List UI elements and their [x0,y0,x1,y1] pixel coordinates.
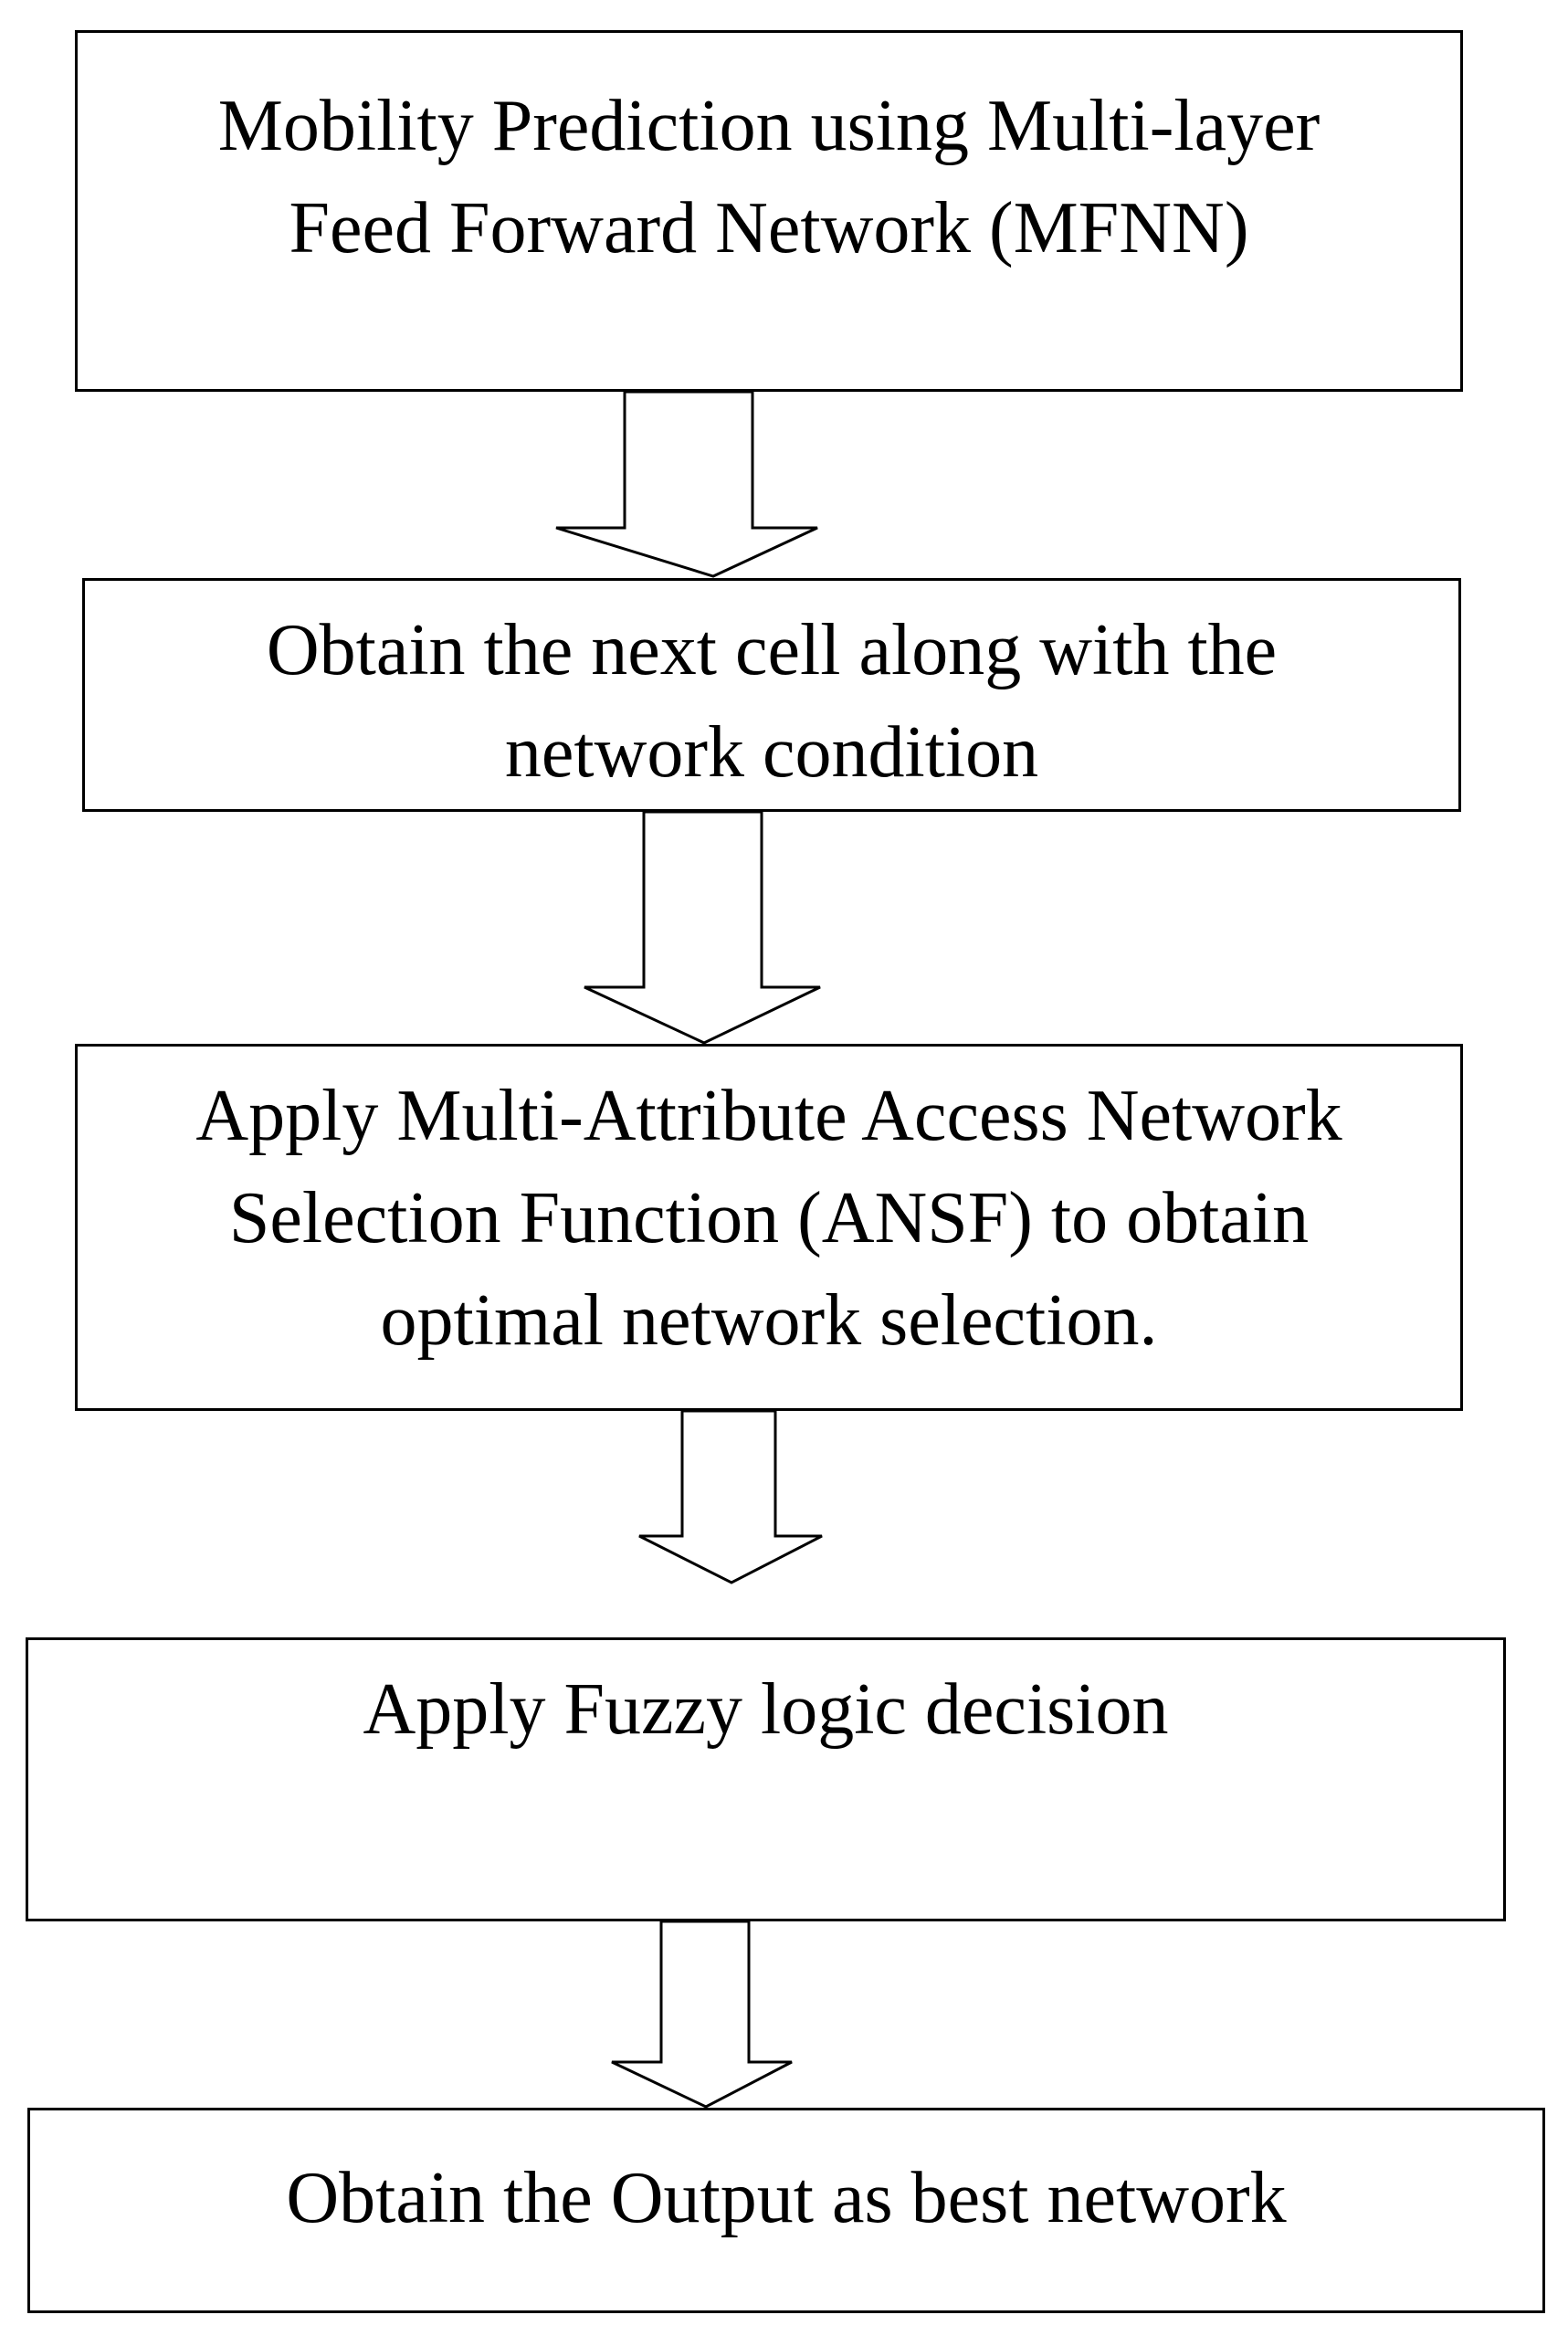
step-5-line-1: Obtain the Output as best network [286,2158,1287,2238]
arrow-down-1 [555,390,818,578]
step-5-box: Obtain the Output as best network [27,2108,1545,2313]
step-3-line-3: optimal network selection. [380,1280,1158,1361]
step-4-box: Apply Fuzzy logic decision [26,1637,1506,1921]
step-1-text: Mobility Prediction using Multi-layer Fe… [78,75,1460,279]
step-2-line-2: network condition [504,712,1039,793]
step-2-box: Obtain the next cell along with the netw… [82,578,1461,812]
step-4-line-1: Apply Fuzzy logic decision [363,1669,1169,1750]
step-1-box: Mobility Prediction using Multi-layer Fe… [75,30,1463,392]
step-2-text: Obtain the next cell along with the netw… [85,599,1458,804]
arrow-down-3 [638,1409,823,1584]
arrow-down-4 [611,1920,793,2109]
step-3-line-1: Apply Multi-Attribute Access Network [195,1076,1342,1156]
step-1-line-1: Mobility Prediction using Multi-layer [217,86,1321,166]
step-4-text: Apply Fuzzy logic decision [28,1658,1503,1761]
step-5-text: Obtain the Output as best network [30,2147,1542,2249]
step-3-line-2: Selection Function (ANSF) to obtain [228,1178,1310,1258]
step-2-line-1: Obtain the next cell along with the [266,610,1278,690]
step-3-text: Apply Multi-Attribute Access Network Sel… [78,1065,1460,1372]
arrow-down-2 [584,810,821,1045]
step-1-line-2: Feed Forward Network (MFNN) [289,188,1249,268]
